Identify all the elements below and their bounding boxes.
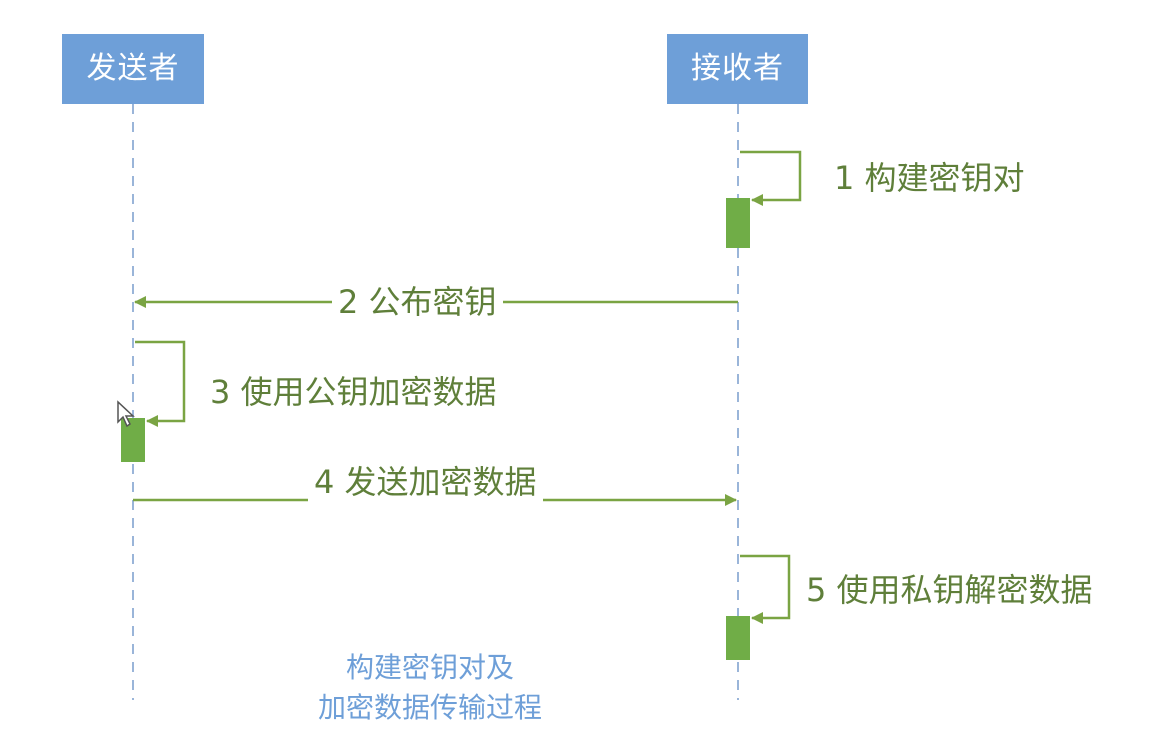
caption-line-1: 构建密钥对及 [345,651,514,684]
activation-bar-sender-3 [121,418,145,462]
step-label-1: 1 构建密钥对 [828,158,1031,198]
step-label-3: 3 使用公钥加密数据 [204,372,503,412]
self-message-3 [135,340,186,427]
mouse-cursor-icon [117,400,135,428]
participant-sender: 发送者 [62,34,204,104]
self-message-1 [740,150,802,206]
participant-receiver: 接收者 [667,34,808,104]
step-label-5: 5 使用私钥解密数据 [800,570,1099,610]
step-label-2: 2 公布密钥 [332,282,503,322]
activation-bar-receiver-5 [726,616,750,660]
activation-bar-receiver-1 [726,198,750,248]
caption-line-2: 加密数据传输过程 [317,691,542,724]
step-label-4: 4 发送加密数据 [308,462,543,502]
self-message-5 [740,554,791,624]
diagram-caption: 构建密钥对及 加密数据传输过程 [280,648,580,728]
